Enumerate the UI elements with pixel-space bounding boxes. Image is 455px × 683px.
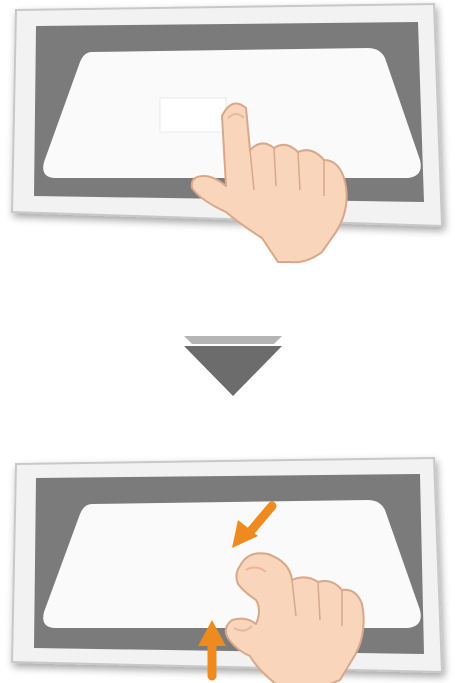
trapezoid-content-bottom bbox=[43, 500, 421, 628]
pinch-step-panel bbox=[12, 458, 442, 683]
selected-text-highlight bbox=[160, 98, 226, 132]
down-arrow-icon bbox=[184, 336, 282, 396]
tap-step-panel bbox=[12, 4, 442, 262]
